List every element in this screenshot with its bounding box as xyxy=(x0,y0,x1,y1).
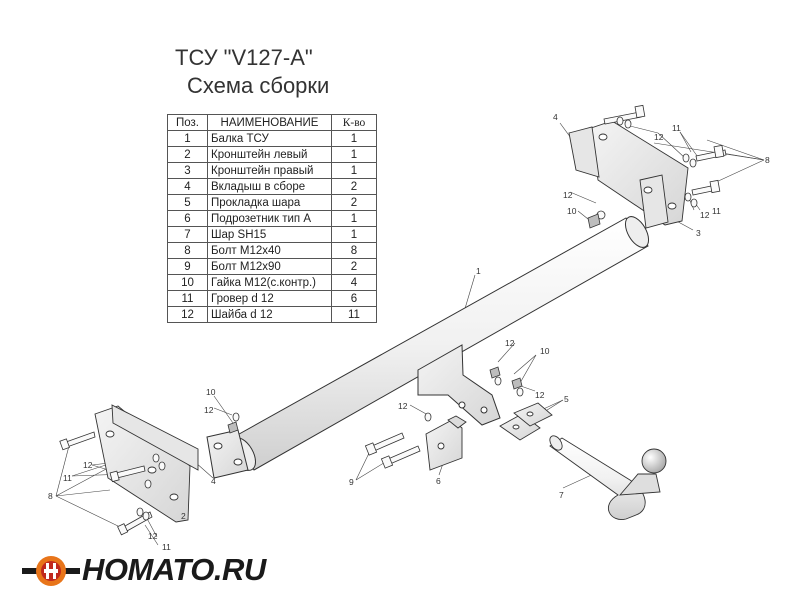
parts-qty: 6 xyxy=(331,290,377,307)
callout-washer-right-top: 12 xyxy=(654,132,664,142)
logo-text: HOMATO.RU xyxy=(82,552,266,587)
callout-left-bracket: 2 xyxy=(181,511,186,521)
parts-name: Болт М12х90 xyxy=(207,258,332,275)
callout-lockwasher-right-top: 11 xyxy=(672,123,681,133)
callout-washer-left-bottom: 12 xyxy=(148,531,158,541)
callout-beam: 1 xyxy=(476,266,481,276)
callouts: 1 2 3 4 4 5 6 7 8 8 9 10 10 10 11 11 11 … xyxy=(48,112,770,552)
parts-qty: 2 xyxy=(331,178,377,195)
tow-bar-beam xyxy=(206,216,650,479)
parts-qty: 11 xyxy=(331,306,377,323)
callout-ball-shim: 5 xyxy=(564,394,569,404)
header-name: НАИМЕНОВАНИЕ xyxy=(207,114,332,131)
callout-long-bolt: 9 xyxy=(349,477,354,487)
callout-insert-left: 4 xyxy=(211,476,216,486)
callout-washer-left-top: 12 xyxy=(83,460,93,470)
callout-insert-right: 4 xyxy=(553,112,558,122)
callout-washer-center-right: 12 xyxy=(535,390,545,400)
callout-lockwasher-right-bottom: 11 xyxy=(712,206,721,216)
callout-socket-plate: 6 xyxy=(436,476,441,486)
parts-name: Гайка М12(с.контр.) xyxy=(207,274,332,291)
tow-ball xyxy=(549,435,667,520)
callout-bolt-right: 8 xyxy=(765,155,770,165)
right-bracket xyxy=(568,120,689,229)
socket-plate xyxy=(425,415,467,471)
parts-qty: 1 xyxy=(331,210,377,227)
diagram-title: ТСУ "V127-A" Схема сборки xyxy=(175,44,329,100)
callout-washer-center: 12 xyxy=(398,401,408,411)
parts-name: Шайба d 12 xyxy=(207,306,332,323)
callout-washer-right-mid: 12 xyxy=(563,190,573,200)
parts-name: Кронштейн правый xyxy=(207,162,332,179)
right-bolt-set xyxy=(587,104,727,229)
header-qty: К-во xyxy=(331,114,377,131)
homato-logo-icon xyxy=(22,556,80,586)
ball-shims xyxy=(499,402,553,441)
callout-washer-center-top: 12 xyxy=(505,338,515,348)
callout-nut-right: 10 xyxy=(567,206,577,216)
callout-right-bracket: 3 xyxy=(696,228,701,238)
parts-qty: 1 xyxy=(331,130,377,147)
callout-nut-center: 10 xyxy=(540,346,550,356)
callout-nut-left: 10 xyxy=(206,387,216,397)
title-subtitle: Схема сборки xyxy=(187,73,330,98)
center-fasteners xyxy=(227,366,524,434)
parts-table-header: Поз. НАИМЕНОВАНИЕ К-во xyxy=(167,114,377,131)
left-bolt-set xyxy=(59,431,166,536)
parts-qty: 8 xyxy=(331,242,377,259)
title-model: ТСУ "V127-A" xyxy=(175,45,313,70)
left-bracket xyxy=(94,404,199,523)
long-bolts xyxy=(364,432,421,469)
callout-lockwasher-left-bottom: 11 xyxy=(162,542,171,552)
callout-washer-left: 12 xyxy=(204,405,214,415)
callout-washer-right-bottom: 12 xyxy=(700,210,710,220)
parts-name: Кронштейн левый xyxy=(207,146,332,163)
callout-lockwasher-left: 11 xyxy=(63,473,72,483)
callout-bolt-left: 8 xyxy=(48,491,53,501)
callout-ball: 7 xyxy=(559,490,564,500)
